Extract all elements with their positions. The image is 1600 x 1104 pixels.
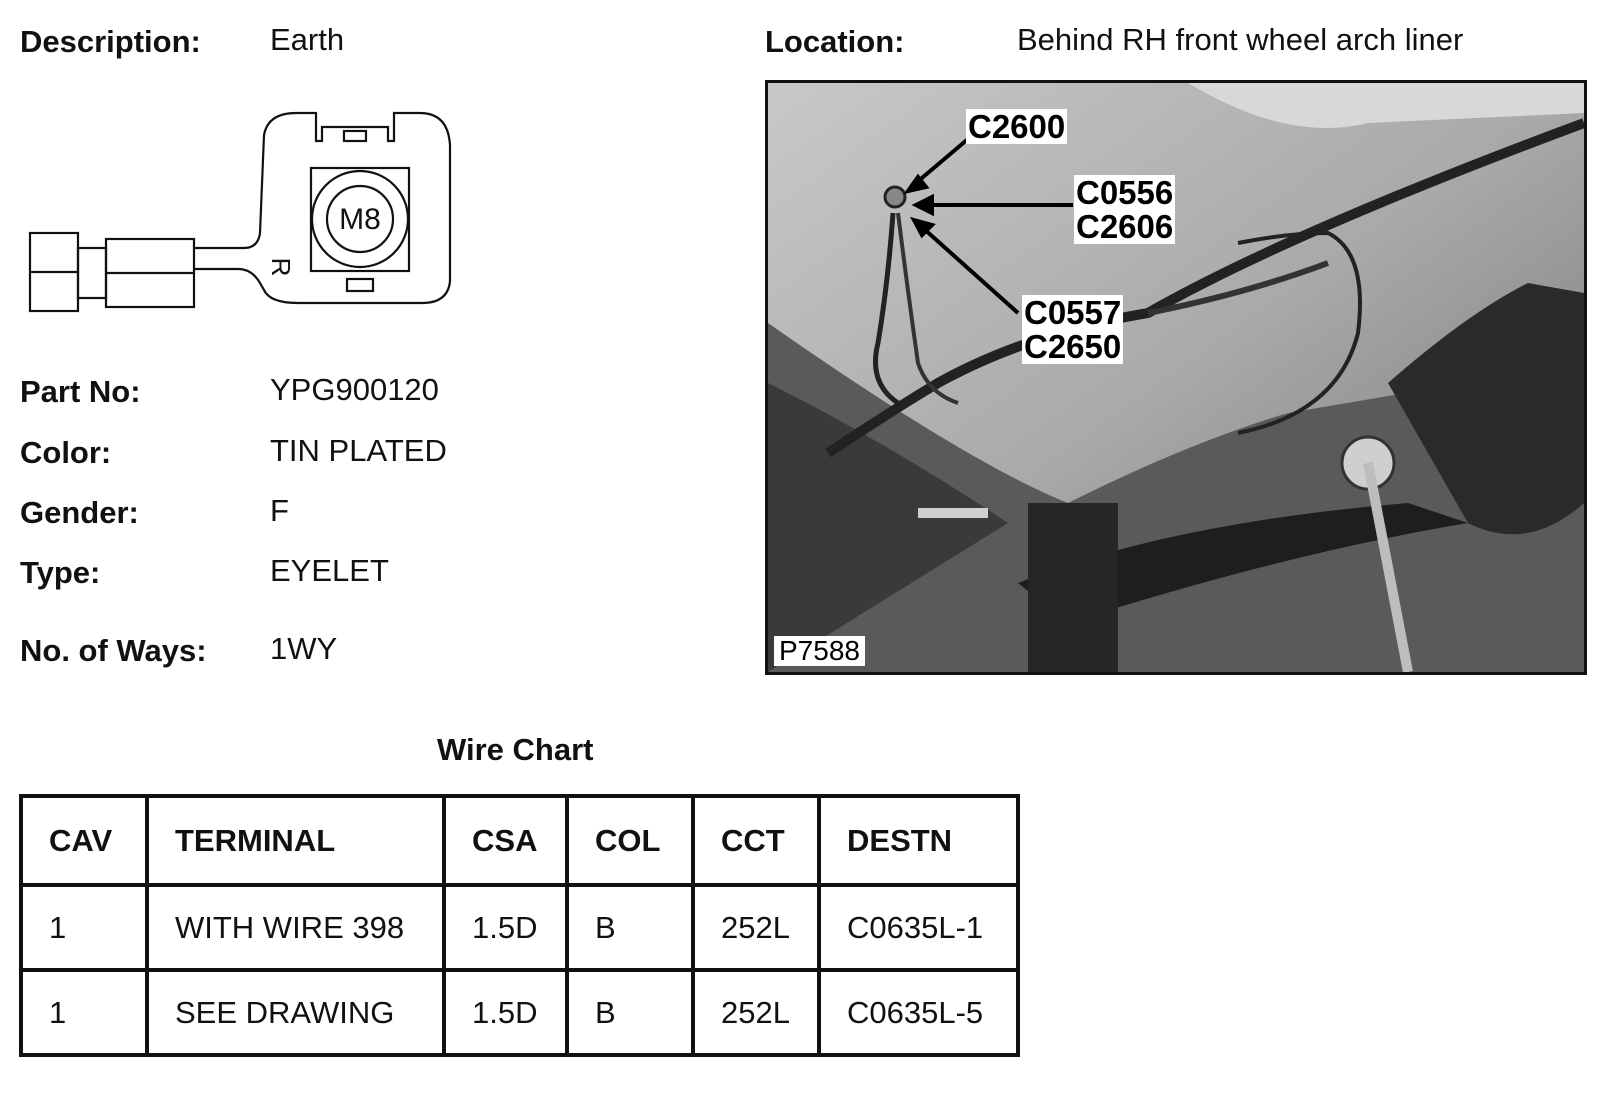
column-header-csa: CSA (442, 794, 569, 887)
cell-cav: 1 (19, 968, 149, 1057)
color-value: TIN PLATED (270, 433, 447, 468)
callout-c0557: C0557 (1022, 294, 1124, 331)
part-no-label: Part No: (20, 374, 141, 409)
color-label: Color: (20, 435, 112, 470)
description-label: Description: (20, 24, 201, 59)
cell-cav: 1 (19, 883, 149, 972)
table-row: 1 SEE DRAWING 1.5D B 252L C0635L-5 (19, 968, 1020, 1057)
gender-value: F (270, 493, 289, 528)
column-header-cav: CAV (19, 794, 149, 887)
location-label: Location: (765, 24, 905, 59)
ways-label: No. of Ways: (20, 633, 207, 668)
column-header-terminal: TERMINAL (145, 794, 446, 887)
cell-col: B (565, 883, 695, 972)
cell-terminal: SEE DRAWING (145, 968, 446, 1057)
table-row: 1 WITH WIRE 398 1.5D B 252L C0635L-1 (19, 883, 1020, 972)
table-header-row: CAV TERMINAL CSA COL CCT DESTN (19, 794, 1020, 887)
cell-terminal: WITH WIRE 398 (145, 883, 446, 972)
cell-csa: 1.5D (442, 968, 569, 1057)
photo-reference: P7588 (774, 636, 865, 666)
callout-c2600: C2600 (966, 108, 1068, 145)
location-photo: C2600 C0556 C2606 C0557 C2650 P7588 (765, 80, 1587, 675)
photo-illustration (768, 83, 1584, 672)
location-value: Behind RH front wheel arch liner (1017, 22, 1464, 57)
type-value: EYELET (270, 553, 389, 588)
eyelet-terminal-drawing: M8 R (28, 111, 452, 313)
callout-c2650: C2650 (1022, 328, 1124, 365)
ways-value: 1WY (270, 631, 338, 666)
column-header-destn: DESTN (817, 794, 1020, 887)
cell-destn: C0635L-1 (817, 883, 1020, 972)
orientation-mark: R (266, 258, 296, 277)
wire-chart-title: Wire Chart (437, 732, 594, 767)
cell-destn: C0635L-5 (817, 968, 1020, 1057)
stud-size-label: M8 (339, 203, 381, 236)
cell-cct: 252L (691, 968, 821, 1057)
callout-c0556: C0556 (1074, 174, 1176, 211)
column-header-cct: CCT (691, 794, 821, 887)
gender-label: Gender: (20, 495, 139, 530)
cell-col: B (565, 968, 695, 1057)
cell-cct: 252L (691, 883, 821, 972)
eyelet-body (194, 111, 452, 305)
cell-csa: 1.5D (442, 883, 569, 972)
part-no-value: YPG900120 (270, 372, 439, 407)
wire-chart-table: CAV TERMINAL CSA COL CCT DESTN 1 WITH WI… (19, 794, 1020, 1057)
type-label: Type: (20, 555, 101, 590)
description-value: Earth (270, 22, 345, 57)
callout-c2606: C2606 (1074, 208, 1176, 245)
column-header-col: COL (565, 794, 695, 887)
